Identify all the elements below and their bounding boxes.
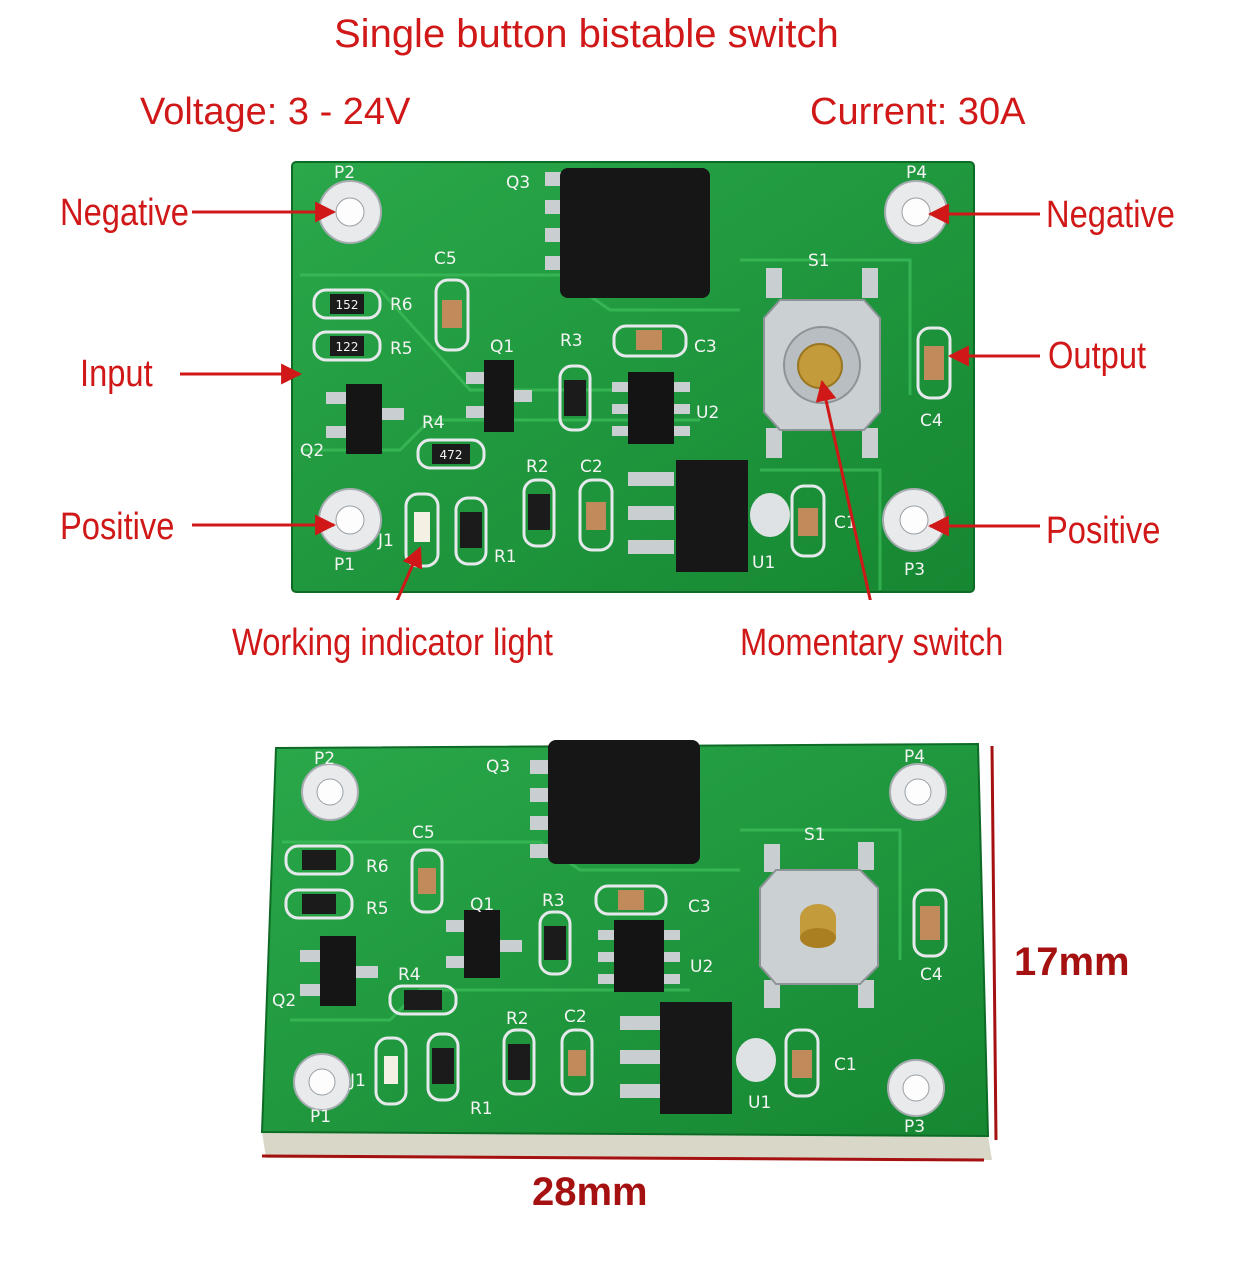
r2-resistor <box>522 478 556 548</box>
pad2-p3 <box>887 1059 945 1117</box>
silk2-q2: Q2 <box>272 991 296 1011</box>
dimension-board: P2 P1 P4 P3 Q3 Q1 Q2 C5 C3 C2 C1 C4 R6 R… <box>260 740 998 1162</box>
silk2-p4: P4 <box>904 747 925 767</box>
silk2-c5: C5 <box>412 823 435 843</box>
height-dimension-line <box>990 745 998 1141</box>
silk-r5: R5 <box>390 339 413 359</box>
current-spec: Current: 30A <box>810 91 1026 133</box>
silk2-u1: U1 <box>748 1093 771 1113</box>
pad-p2 <box>318 180 382 244</box>
silk-c2: C2 <box>580 457 603 477</box>
silk-p3: P3 <box>904 560 925 580</box>
silk-r3: R3 <box>560 331 583 351</box>
silk2-p3: P3 <box>904 1117 925 1137</box>
r5-code: 122 <box>336 340 359 354</box>
u2-chip-2 <box>598 920 680 992</box>
silk2-c1: C1 <box>834 1055 857 1075</box>
svg-text:P2: P2 <box>314 749 335 769</box>
label-input: Input <box>80 353 153 395</box>
pad2-p4 <box>889 763 947 821</box>
label-negative-right: Negative <box>1046 194 1175 236</box>
r6-code: 152 <box>336 298 359 312</box>
silk-c4: C4 <box>920 411 943 431</box>
r1-resistor <box>454 496 488 566</box>
label-positive-left: Positive <box>60 506 175 548</box>
silk-q1: Q1 <box>490 337 514 357</box>
height-dimension: 17mm <box>1014 940 1130 984</box>
r6-resistor: 152 <box>312 288 382 320</box>
label-indicator: Working indicator light <box>232 622 553 664</box>
silk-p2: P2 <box>334 163 355 183</box>
silk-s1: S1 <box>808 251 830 271</box>
silk-p4: P4 <box>906 163 927 183</box>
silk2-j1: J1 <box>349 1071 366 1091</box>
silk2-r6: R6 <box>366 857 389 877</box>
silk2-p1: P1 <box>310 1107 331 1127</box>
u1-regulator-2 <box>620 1002 776 1114</box>
q3-mosfet <box>545 168 710 298</box>
silk2-c2: C2 <box>564 1007 587 1027</box>
q1-transistor <box>466 360 532 432</box>
silk2-r3: R3 <box>542 891 565 911</box>
silk2-c4: C4 <box>920 965 943 985</box>
width-dimension: 28mm <box>532 1170 648 1214</box>
silk2-q1: Q1 <box>470 895 494 915</box>
pad-p1 <box>318 488 382 552</box>
r5-resistor: 122 <box>312 330 382 362</box>
silk-p1: P1 <box>334 555 355 575</box>
c3-capacitor <box>612 324 688 358</box>
q2-transistor-2 <box>300 936 378 1006</box>
pad-p4 <box>884 180 948 244</box>
silk-q3: Q3 <box>506 173 530 193</box>
silk-r2: R2 <box>526 457 549 477</box>
silk2-u2: U2 <box>690 957 713 977</box>
c1-capacitor <box>790 484 826 558</box>
r4-code: 472 <box>440 448 463 462</box>
silk-u1: U1 <box>752 553 775 573</box>
silk2-r1: R1 <box>470 1099 493 1119</box>
label-output: Output <box>1048 335 1147 377</box>
s1-switch-2 <box>759 842 879 1008</box>
silk2-c3: C3 <box>688 897 711 917</box>
voltage-spec: Voltage: 3 - 24V <box>140 91 411 133</box>
label-negative-left: Negative <box>60 192 189 234</box>
u2-chip <box>612 372 690 444</box>
silk2-s1: S1 <box>804 825 826 845</box>
silk-c5: C5 <box>434 249 457 269</box>
s1-switch <box>763 268 881 458</box>
width-dimension-line <box>261 1154 985 1162</box>
silk-q2: Q2 <box>300 441 324 461</box>
silk-r4: R4 <box>422 413 445 433</box>
label-positive-right: Positive <box>1046 510 1161 552</box>
r4-resistor: 472 <box>416 438 486 470</box>
annotated-board: 152 122 472 <box>180 161 1040 600</box>
silk-u2: U2 <box>696 403 719 423</box>
silk2-r2: R2 <box>506 1009 529 1029</box>
silk2-r4: R4 <box>398 965 421 985</box>
page-title: Single button bistable switch <box>334 12 839 56</box>
silk2-q3: Q3 <box>486 757 510 777</box>
r3-resistor <box>558 364 592 432</box>
c2-capacitor <box>578 478 614 552</box>
c5-capacitor <box>434 278 470 352</box>
silk-c3: C3 <box>694 337 717 357</box>
pad2-p2 <box>301 763 359 821</box>
u1-regulator <box>628 460 790 572</box>
silk-j1: J1 <box>377 531 394 551</box>
q3-mosfet-2 <box>530 740 700 864</box>
q2-transistor <box>326 384 404 454</box>
q1-transistor-2 <box>446 910 522 978</box>
silk-r1: R1 <box>494 547 517 567</box>
pad-p3 <box>882 488 946 552</box>
label-switch: Momentary switch <box>740 622 1004 664</box>
silk2-r5: R5 <box>366 899 389 919</box>
pad2-p1 <box>293 1053 351 1111</box>
silk-r6: R6 <box>390 295 413 315</box>
